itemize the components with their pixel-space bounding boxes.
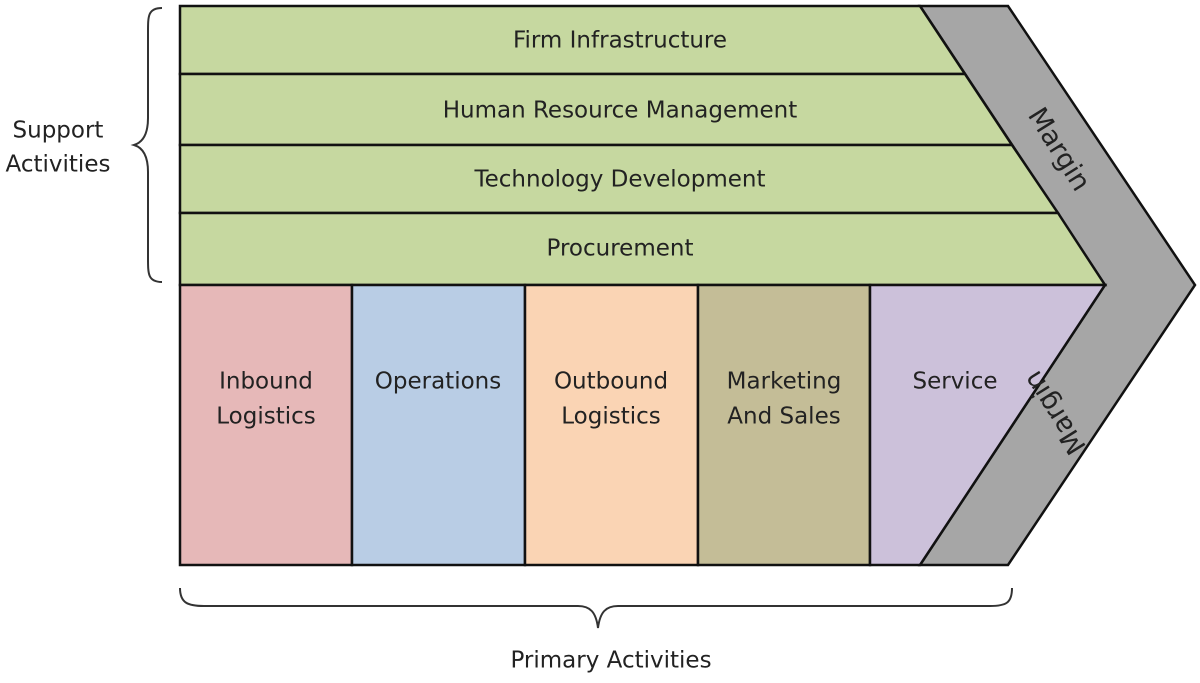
primary-col-inbound-logistics xyxy=(178,283,354,567)
primary-col-operations xyxy=(350,283,527,567)
primary-col-label: Logistics xyxy=(561,404,661,430)
primary-col-label: And Sales xyxy=(727,404,840,430)
primary-col-label: Logistics xyxy=(216,404,316,430)
primary-col-label: Inbound xyxy=(219,369,313,395)
primary-col-marketing-and-sales xyxy=(696,283,872,567)
support-activities-label: Support xyxy=(13,118,104,144)
support-activities-block: Firm Infrastructure Human Resource Manag… xyxy=(178,4,1108,287)
support-row-label: Technology Development xyxy=(474,167,766,193)
primary-col-outbound-logistics xyxy=(523,283,700,567)
primary-activities-block: Inbound Logistics Operations Outbound Lo… xyxy=(178,283,1108,567)
support-activities-brace xyxy=(130,7,163,283)
primary-activities-brace xyxy=(179,587,1013,629)
support-activities-label: Activities xyxy=(6,152,111,178)
support-row-label: Procurement xyxy=(547,236,694,262)
primary-col-label: Operations xyxy=(375,369,501,395)
support-row-label: Firm Infrastructure xyxy=(513,28,727,54)
primary-activities-label: Primary Activities xyxy=(510,648,711,674)
primary-col-label: Service xyxy=(912,369,997,395)
primary-col-label: Marketing xyxy=(727,369,842,395)
primary-col-service xyxy=(868,283,1108,567)
support-row-label: Human Resource Management xyxy=(443,98,798,124)
primary-col-label: Outbound xyxy=(554,369,668,395)
